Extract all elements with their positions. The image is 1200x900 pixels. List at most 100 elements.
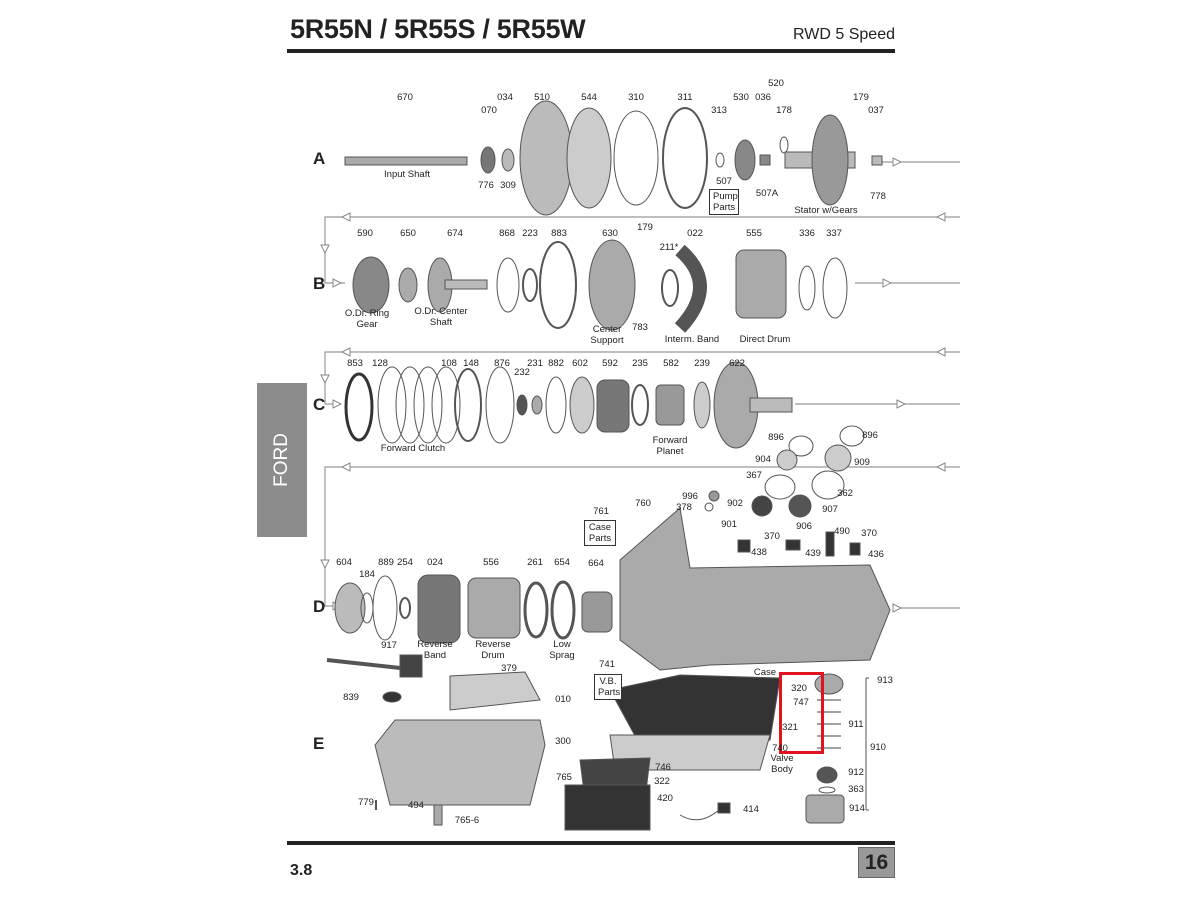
part-label[interactable]: 520 <box>768 78 784 89</box>
part-label[interactable]: 439 <box>805 548 821 559</box>
part-label[interactable]: 438 <box>751 547 767 558</box>
part-label[interactable]: 037 <box>868 105 884 116</box>
part-label[interactable]: 911 <box>848 719 864 730</box>
part-label[interactable]: 592 <box>602 358 618 369</box>
part-label[interactable]: 336 <box>799 228 815 239</box>
part-label[interactable]: 436 <box>868 549 884 560</box>
part-label[interactable]: 490 <box>834 526 850 537</box>
part-label[interactable]: 378 <box>676 502 692 513</box>
part-label[interactable]: 555 <box>746 228 762 239</box>
part-label[interactable]: 211* <box>659 242 679 253</box>
part-label[interactable]: 664 <box>588 558 604 569</box>
part-label[interactable]: 510 <box>534 92 550 103</box>
part-label[interactable]: 912 <box>848 767 864 778</box>
part-label[interactable]: 337 <box>826 228 842 239</box>
part-label[interactable]: 310 <box>628 92 644 103</box>
part-label[interactable]: 148 <box>463 358 479 369</box>
part-label[interactable]: 321 <box>782 722 798 733</box>
part-label[interactable]: 309 <box>500 180 516 191</box>
part-label[interactable]: 010 <box>555 694 571 705</box>
part-label[interactable]: 622 <box>729 358 745 369</box>
part-label[interactable]: 602 <box>572 358 588 369</box>
part-label[interactable]: 902 <box>727 498 743 509</box>
part-label[interactable]: 261 <box>527 557 543 568</box>
part-label[interactable]: 889 <box>378 557 394 568</box>
part-label[interactable]: 674 <box>447 228 463 239</box>
part-label[interactable]: 022 <box>687 228 703 239</box>
part-label[interactable]: 839 <box>343 692 359 703</box>
part-label[interactable]: 420 <box>657 793 673 804</box>
pump-parts-box[interactable]: Pump Parts <box>709 189 739 215</box>
part-label[interactable]: 179 <box>637 222 653 233</box>
part-label[interactable]: 778 <box>870 191 886 202</box>
part-label[interactable]: 231 <box>527 358 543 369</box>
part-label[interactable]: 670 <box>397 92 413 103</box>
part-label[interactable]: 544 <box>581 92 597 103</box>
part-label[interactable]: 901 <box>721 519 737 530</box>
part-label[interactable]: 760 <box>635 498 651 509</box>
part-label[interactable]: 741 <box>599 659 615 670</box>
part-label[interactable]: 909 <box>854 457 870 468</box>
part-label[interactable]: 747 <box>793 697 809 708</box>
part-label[interactable]: 313 <box>711 105 727 116</box>
part-label[interactable]: 370 <box>861 528 877 539</box>
part-label[interactable]: 379 <box>501 663 517 674</box>
part-label[interactable]: 494 <box>408 800 424 811</box>
part-label[interactable]: 582 <box>663 358 679 369</box>
part-label[interactable]: 906 <box>796 521 812 532</box>
part-label[interactable]: 556 <box>483 557 499 568</box>
part-label[interactable]: 235 <box>632 358 648 369</box>
part-label[interactable]: 367 <box>746 470 762 481</box>
part-label[interactable]: 362 <box>837 488 853 499</box>
part-label[interactable]: 223 <box>522 228 538 239</box>
part-label[interactable]: 630 <box>602 228 618 239</box>
part-label[interactable]: 761 <box>593 506 609 517</box>
part-label[interactable]: 254 <box>397 557 413 568</box>
part-label[interactable]: 300 <box>555 736 571 747</box>
part-label[interactable]: 868 <box>499 228 515 239</box>
part-label[interactable]: 914 <box>849 803 865 814</box>
part-label[interactable]: 128 <box>372 358 388 369</box>
part-label[interactable]: 311 <box>677 92 693 103</box>
part-label[interactable]: 876 <box>494 358 510 369</box>
part-label[interactable]: 232 <box>514 367 530 378</box>
part-label[interactable]: 024 <box>427 557 443 568</box>
part-label[interactable]: 654 <box>554 557 570 568</box>
part-label[interactable]: 034 <box>497 92 513 103</box>
part-label[interactable]: 896 <box>862 430 878 441</box>
case-parts-box[interactable]: Case Parts <box>584 520 616 546</box>
part-label[interactable]: 530 <box>733 92 749 103</box>
part-label[interactable]: 896 <box>768 432 784 443</box>
part-label[interactable]: 765 <box>556 772 572 783</box>
part-label[interactable]: 650 <box>400 228 416 239</box>
part-label[interactable]: 507 <box>716 176 732 187</box>
part-label[interactable]: 036 <box>755 92 771 103</box>
part-label[interactable]: 996 <box>682 491 698 502</box>
part-label[interactable]: 882 <box>548 358 564 369</box>
part-label[interactable]: 363 <box>848 784 864 795</box>
part-label[interactable]: 070 <box>481 105 497 116</box>
part-label[interactable]: 853 <box>347 358 363 369</box>
part-label[interactable]: 184 <box>359 569 375 580</box>
part-label[interactable]: 883 <box>551 228 567 239</box>
part-label[interactable]: 917 <box>381 640 397 651</box>
part-label[interactable]: 239 <box>694 358 710 369</box>
part-label[interactable]: 913 <box>877 675 893 686</box>
part-label[interactable]: 907 <box>822 504 838 515</box>
part-label[interactable]: 322 <box>654 776 670 787</box>
part-label[interactable]: 779 <box>358 797 374 808</box>
part-label[interactable]: 776 <box>478 180 494 191</box>
part-label[interactable]: 590 <box>357 228 373 239</box>
part-label[interactable]: 765-6 <box>454 815 480 826</box>
vb-parts-box[interactable]: V.B. Parts <box>594 674 622 700</box>
part-label[interactable]: 179 <box>853 92 869 103</box>
part-label[interactable]: 414 <box>743 804 759 815</box>
part-label[interactable]: 746 <box>655 762 671 773</box>
part-label[interactable]: 783 <box>632 322 648 333</box>
part-label[interactable]: 108 <box>441 358 457 369</box>
part-label[interactable]: 370 <box>764 531 780 542</box>
part-label[interactable]: 178 <box>776 105 792 116</box>
part-label[interactable]: 910 <box>870 742 886 753</box>
part-label[interactable]: 507A <box>755 188 779 199</box>
part-label[interactable]: 904 <box>755 454 771 465</box>
